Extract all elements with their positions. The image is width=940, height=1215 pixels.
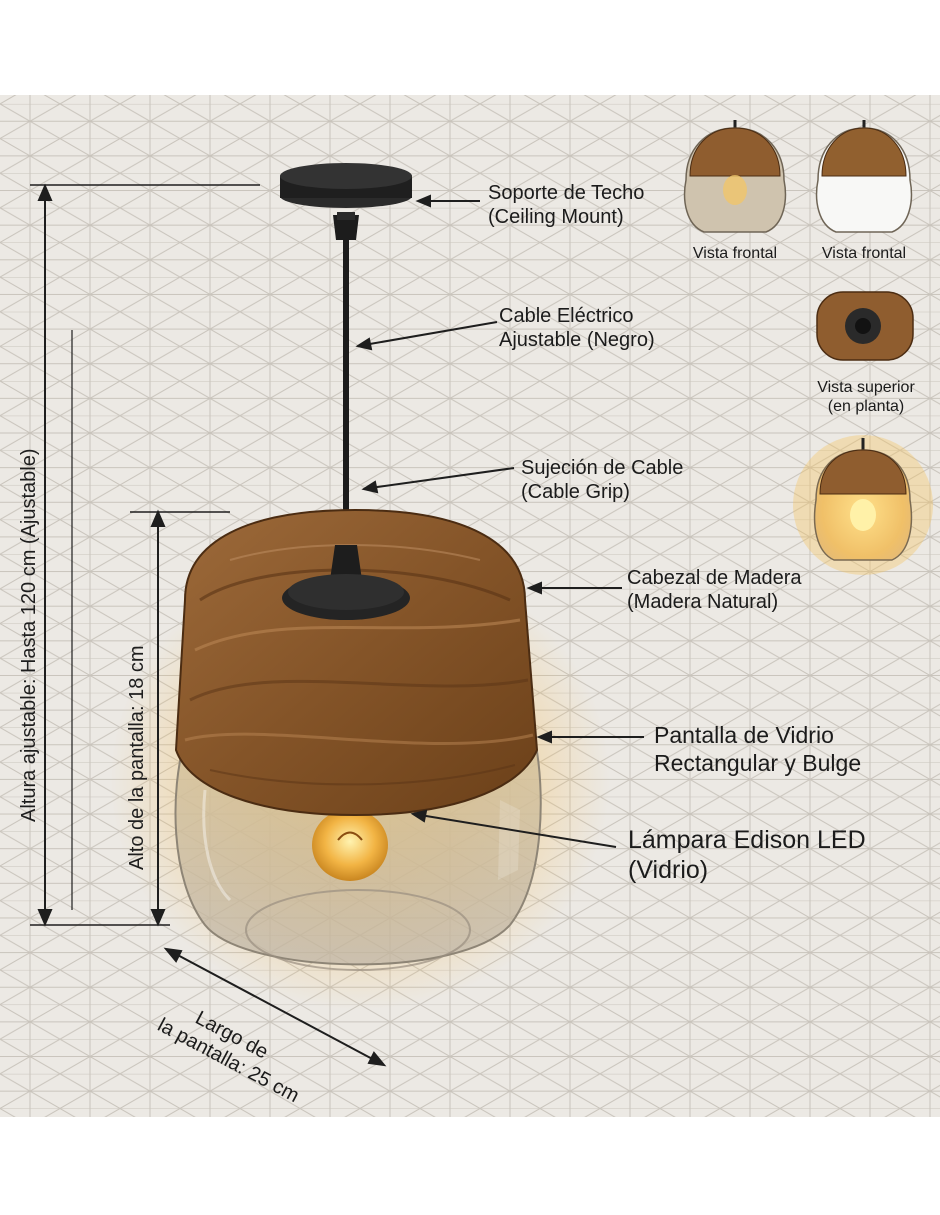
label-shade-height: Alto de la pantalla: 18 cm xyxy=(126,645,148,870)
label-cable-line1: Cable Eléctrico xyxy=(499,305,634,327)
label-view-front-2: Vista frontal xyxy=(821,245,907,262)
ceiling-mount xyxy=(280,163,412,240)
label-wood-head-line1: Cabezal de Madera xyxy=(627,567,802,589)
view-top xyxy=(816,291,914,361)
label-cable-grip-line2: (Cable Grip) xyxy=(521,481,630,503)
label-bulb-line1: Lámpara Edison LED xyxy=(628,826,866,854)
label-wood-head: Cabezal de Madera (Madera Natural) xyxy=(627,566,802,614)
label-cable: Cable Eléctrico Ajustable (Negro) xyxy=(499,304,655,352)
view-glow xyxy=(793,435,933,575)
view-front-2 xyxy=(815,120,913,233)
label-ceiling-mount-line1: Soporte de Techo xyxy=(488,182,645,204)
dimension-lines xyxy=(30,183,387,1067)
label-view-top-line2: (en planta) xyxy=(827,398,905,416)
cable-grip xyxy=(282,545,410,620)
label-cable-grip: Sujeción de Cable (Cable Grip) xyxy=(521,456,683,504)
label-cable-grip-line1: Sujeción de Cable xyxy=(521,457,684,479)
leader-lines xyxy=(355,194,644,848)
label-wood-head-line2: (Madera Natural) xyxy=(627,591,779,613)
label-view-front-1: Vista frontal xyxy=(692,245,778,262)
label-ceiling-mount-line2: (Ceiling Mount) xyxy=(488,206,624,228)
label-view-top-line1: Vista superior xyxy=(817,379,915,396)
label-glass-shade-line1: Pantalla de Vidrio xyxy=(654,722,834,748)
label-glass-shade: Pantalla de Vidrio Rectangular y Bulge xyxy=(654,722,861,777)
wood-head xyxy=(174,508,539,817)
label-bulb-line2: (Vidrio) xyxy=(628,856,709,884)
edison-bulb xyxy=(312,809,388,881)
view-front-1 xyxy=(683,120,787,233)
label-bulb: Lámpara Edison LED (Vidrio) xyxy=(628,825,866,885)
label-ceiling-mount: Soporte de Techo (Ceiling Mount) xyxy=(488,181,644,229)
label-view-top: Vista superior (en planta) xyxy=(800,378,932,416)
label-glass-shade-line2: Rectangular y Bulge xyxy=(654,749,862,776)
label-total-height: Altura ajustable: Hasta 120 cm (Ajustabl… xyxy=(18,448,40,822)
label-cable-line2: Ajustable (Negro) xyxy=(499,329,655,351)
